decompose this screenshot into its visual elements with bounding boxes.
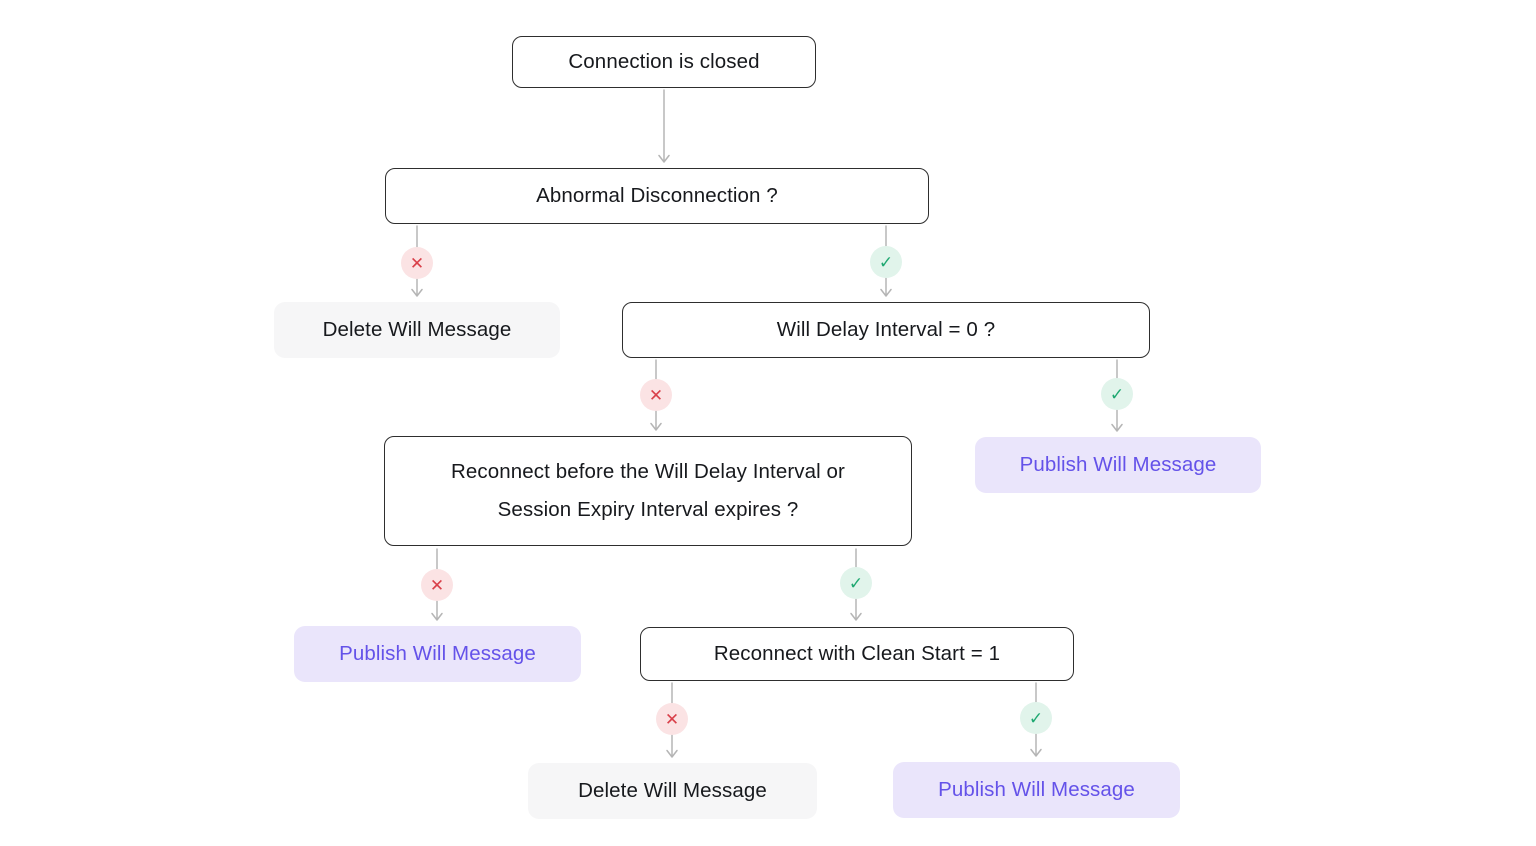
check-glyph: ✓ [1109,384,1125,404]
cross-icon: ✕ [401,247,433,279]
cross-icon: ✕ [640,379,672,411]
node-will-delay-interval: Will Delay Interval = 0 ? [622,302,1150,358]
node-publish-will-message-3: Publish Will Message [893,762,1180,818]
check-glyph: ✓ [848,573,864,593]
node-reconnect-clean-start: Reconnect with Clean Start = 1 [640,627,1074,681]
check-glyph: ✓ [1028,708,1044,728]
node-publish-will-message-1: Publish Will Message [975,437,1261,493]
check-icon: ✓ [840,567,872,599]
node-connection-is-closed: Connection is closed [512,36,816,88]
arrow-connection-to-abnormal [658,89,670,163]
cross-glyph: ✕ [664,709,680,729]
check-icon: ✓ [1101,378,1133,410]
cross-glyph: ✕ [409,253,425,273]
node-delete-will-message-1: Delete Will Message [274,302,560,358]
cross-glyph: ✕ [648,385,664,405]
cross-icon: ✕ [421,569,453,601]
node-abnormal-disconnection: Abnormal Disconnection ? [385,168,929,224]
cross-glyph: ✕ [429,575,445,595]
check-icon: ✓ [1020,702,1052,734]
node-delete-will-message-2: Delete Will Message [528,763,817,819]
node-reconnect-before-expiry-label: Reconnect before the Will Delay Interval… [451,460,845,521]
check-glyph: ✓ [878,252,894,272]
node-publish-will-message-2: Publish Will Message [294,626,581,682]
check-icon: ✓ [870,246,902,278]
cross-icon: ✕ [656,703,688,735]
node-reconnect-before-expiry: Reconnect before the Will Delay Interval… [384,436,912,546]
